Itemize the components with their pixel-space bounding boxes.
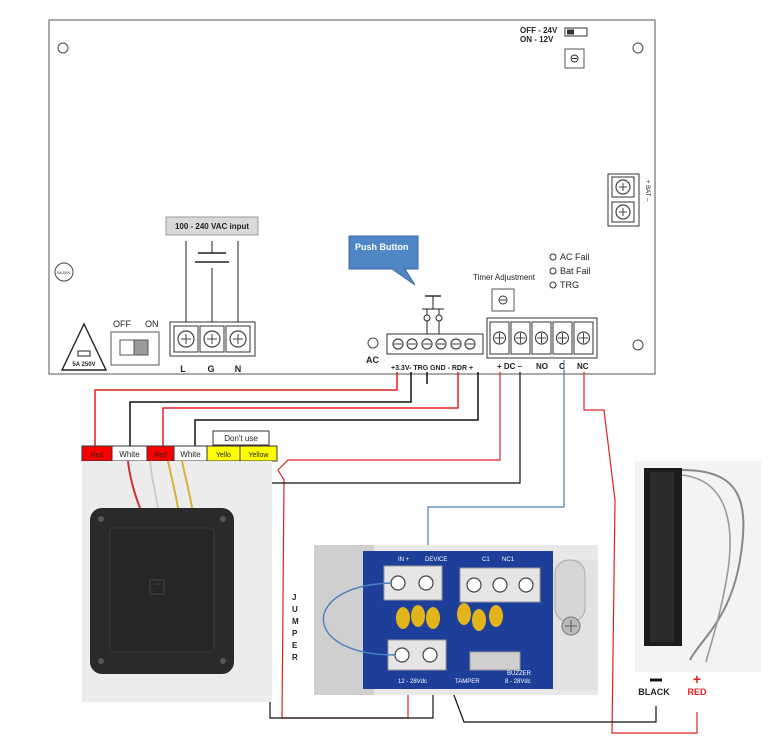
mount-hole (632, 42, 644, 54)
wire-black-3v3-minus (129, 372, 412, 446)
switch-on-label: ON (145, 319, 159, 329)
fuse-warning-triangle (60, 322, 108, 371)
dip-label-off: OFF - 24V (520, 26, 558, 35)
pcb-label-device: DEVICE (425, 557, 447, 563)
fuse-label: 5A 250V (72, 362, 95, 368)
bat-label: + BAT – (644, 180, 650, 202)
maglock-black-label: BLACK (638, 687, 670, 697)
jumper-letter: P (292, 629, 298, 638)
relay-label-dc: + DC – (497, 362, 523, 371)
push-button-contact (435, 314, 443, 322)
mount-hole (632, 339, 644, 351)
pcb-label-buzzer: BUZZER (507, 671, 532, 677)
mount-hole (367, 337, 379, 349)
pcb-label-buzzer-vdc: 8 - 28Vdc (505, 679, 531, 685)
timer-label: Timer Adjustment (473, 273, 536, 282)
wire-red-3v3-plus (94, 372, 398, 446)
wire-black-rdr (194, 372, 479, 446)
ac-terminal-N[interactable] (225, 325, 251, 353)
terminal-label-L: L (180, 364, 186, 374)
pcb-label-vdc: 12 - 28Vdc (398, 679, 427, 685)
relay-label-nc: NC (577, 362, 589, 371)
switch-off-label: OFF (113, 319, 131, 329)
jumper-wire (322, 582, 396, 656)
wire-red-nc (583, 372, 698, 734)
jumper-letter: E (292, 641, 298, 650)
pcb-label-in: IN + (398, 557, 410, 563)
led-label-ac-fail: AC Fail (560, 252, 590, 262)
pcb-label-nc1: NC1 (502, 557, 515, 563)
pcb-label-tamper: TAMPER (455, 679, 480, 685)
dip-label-on: ON - 12V (520, 35, 554, 44)
ac-label: AC (366, 355, 379, 365)
relay-label-no: NO (536, 362, 548, 371)
push-button-label: Push Button (355, 242, 409, 252)
wire-tag-label: Red (154, 452, 167, 459)
dip-switch[interactable] (564, 27, 588, 37)
wire-tag-label: Red (91, 452, 104, 459)
reader-terminal-labels: +3.3V- TRG GND - RDR + (391, 365, 473, 372)
mount-hole (57, 42, 69, 54)
wire-tag-label: White (180, 450, 201, 459)
jumper-letter: M (292, 617, 299, 626)
maglock-red-label: RED (687, 687, 707, 697)
jumper-letter: R (292, 653, 298, 662)
push-button-contact (423, 314, 431, 322)
led-ac-fail (549, 253, 557, 261)
wire-blue-c (427, 360, 565, 555)
jumper-letter: J (292, 593, 296, 602)
card-reader-logo-icon (149, 579, 165, 595)
ac-input-tag (165, 216, 259, 236)
push-button-callout (348, 235, 419, 286)
ac-terminal-G[interactable] (199, 325, 225, 353)
small-circle-label: 5A 250V (57, 271, 71, 275)
maglock-plus-symbol: + (693, 671, 701, 687)
reader-terminals[interactable] (392, 338, 476, 350)
wire-tag-label: Yello (216, 452, 231, 459)
jumper-letter: U (292, 605, 298, 614)
led-label-trg: TRG (560, 280, 579, 290)
led-trg (549, 281, 557, 289)
ac-input-label: 100 - 240 VAC input (175, 222, 249, 231)
led-label-bat-fail: Bat Fail (560, 266, 591, 276)
dont-use-label: Don't use (224, 434, 258, 443)
controller-board (48, 19, 656, 375)
wire-tag-label: Yellow (249, 452, 270, 459)
dip-switch-knob (567, 29, 574, 35)
led-bat-fail (549, 267, 557, 275)
pcb-label-c1: C1 (482, 557, 490, 563)
relay-terminals[interactable] (489, 321, 594, 355)
terminal-label-G: G (207, 364, 214, 374)
relay-label-c: C (559, 362, 565, 371)
terminal-label-N: N (235, 364, 242, 374)
fuse-holder-round (54, 262, 74, 282)
wire-red-rdr (162, 372, 459, 446)
wire-tag-label: White (119, 450, 140, 459)
ac-terminal-L[interactable] (173, 325, 199, 353)
dont-use-box (212, 430, 270, 446)
